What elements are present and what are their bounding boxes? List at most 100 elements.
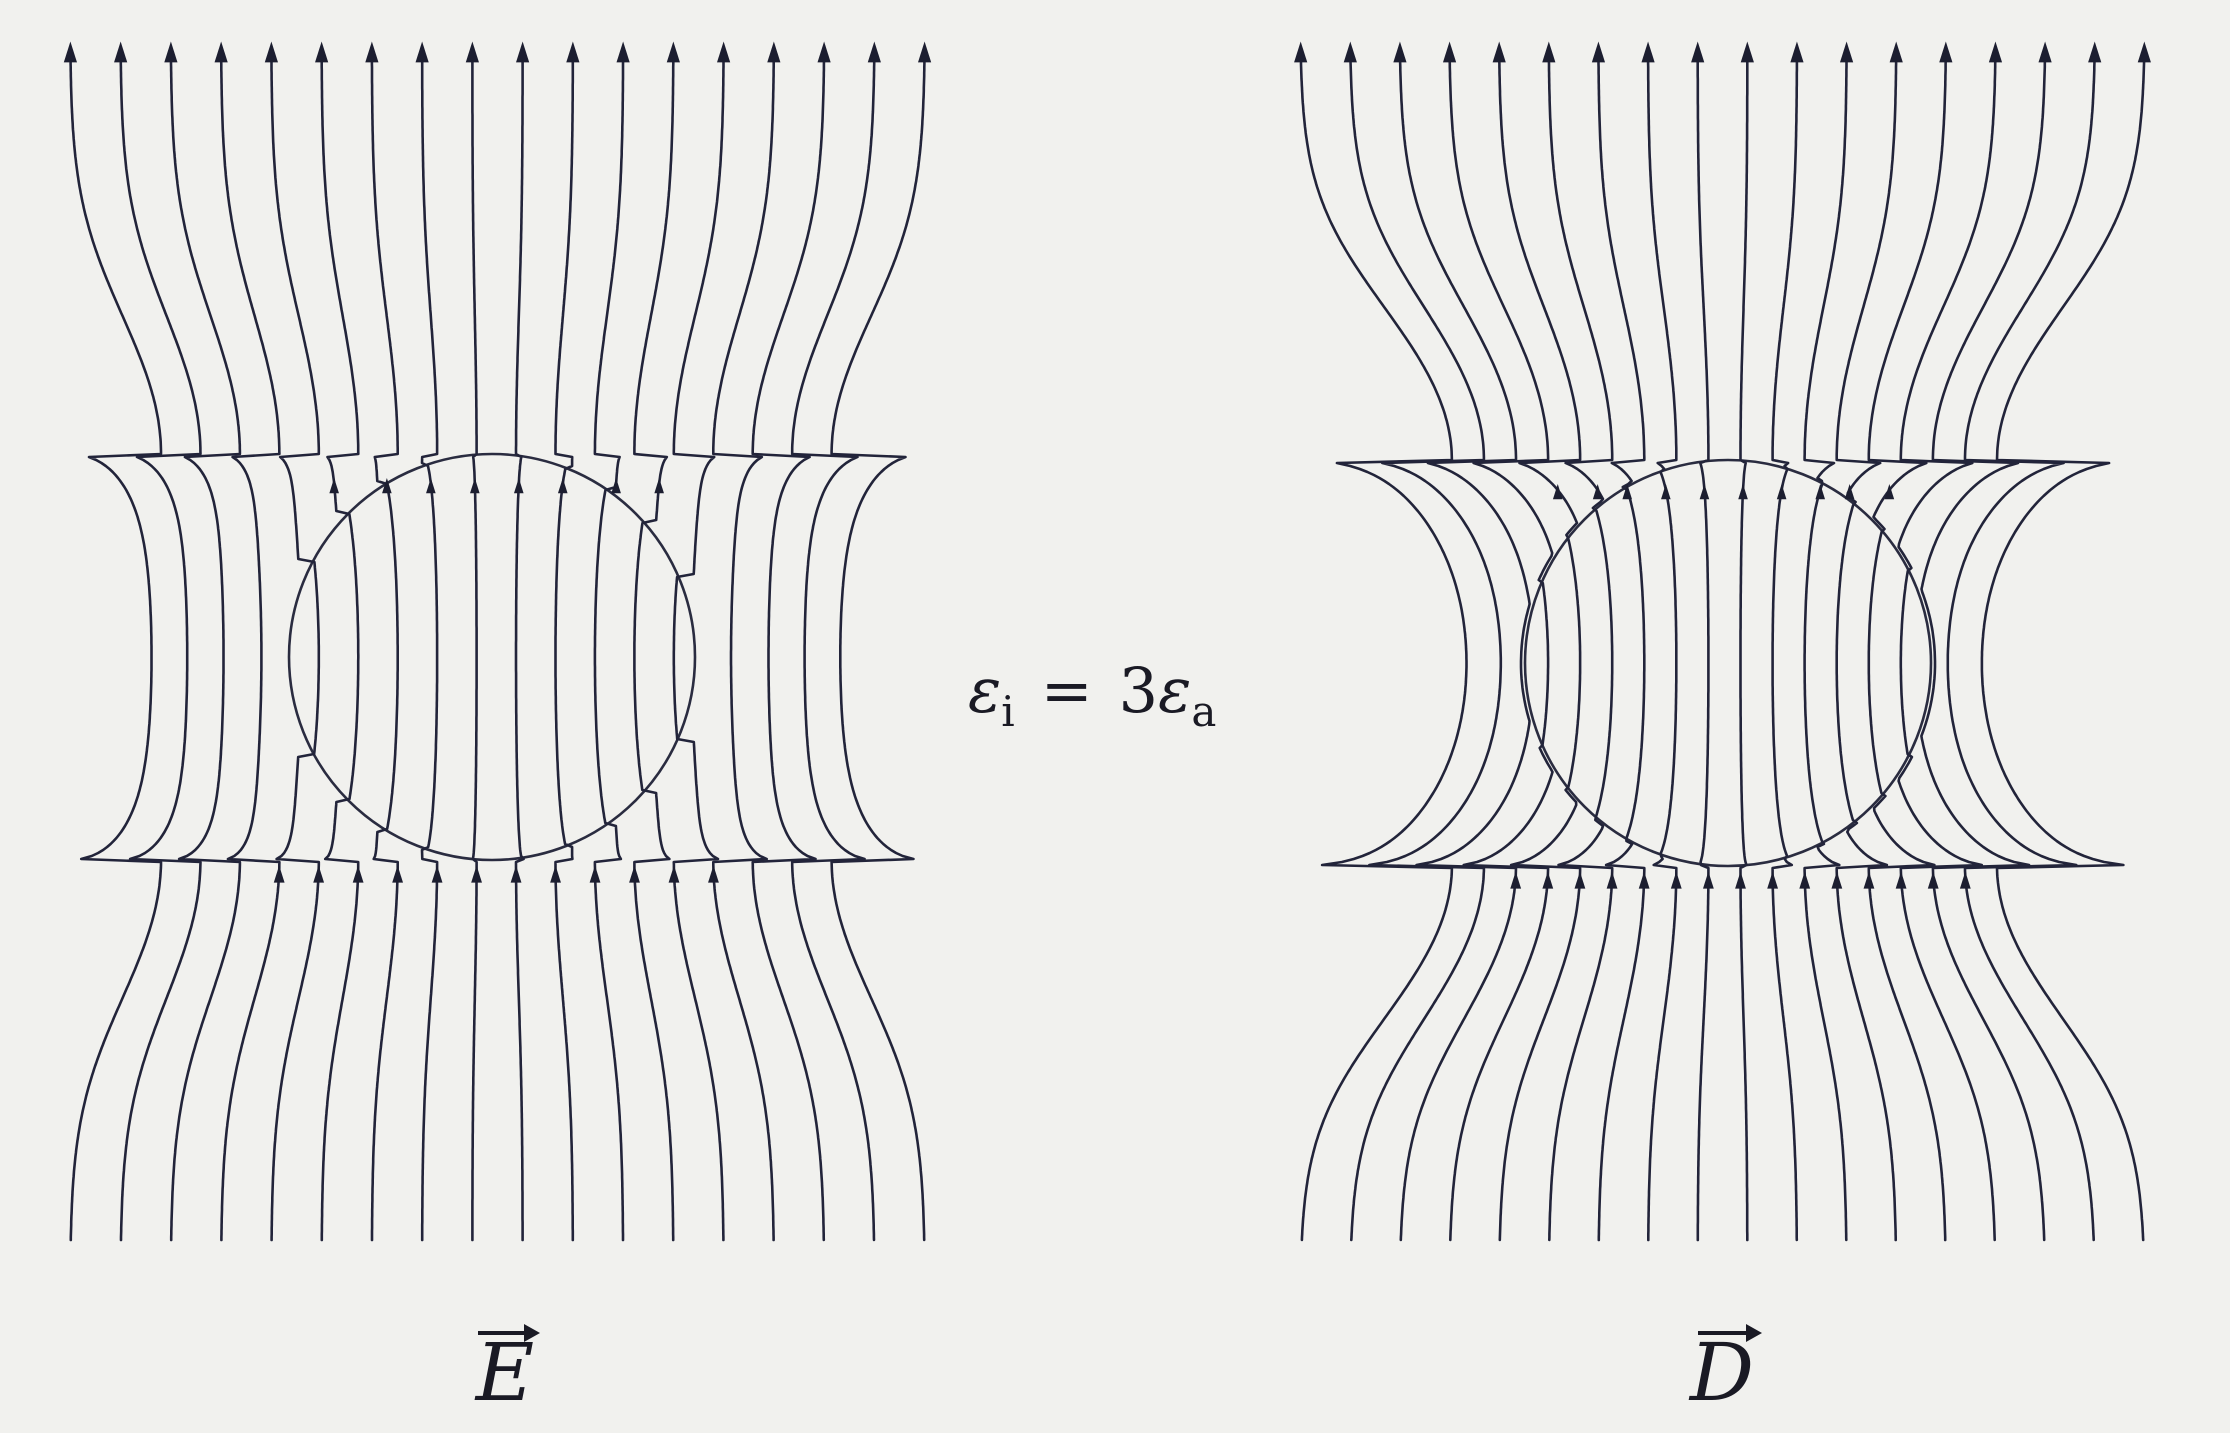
up-arrow-icon [1343,41,1357,63]
field-line [1398,47,1531,1242]
field-line [593,47,625,1242]
field-line [119,47,202,1242]
up-arrow-icon [273,865,285,883]
field-line [830,47,926,1242]
up-arrow-icon [1799,871,1811,889]
up-arrow-icon [352,865,364,883]
field-line [420,47,439,1242]
dielectric-sphere [287,452,697,862]
up-arrow-icon [365,41,379,63]
up-arrow-icon [1959,871,1971,889]
up-arrow-icon [1699,484,1710,500]
up-arrow-icon [1592,484,1603,500]
field-line [270,47,321,1242]
up-arrow-icon [1574,871,1586,889]
d-vector-label: D [1688,1324,1762,1419]
up-arrow-icon [1844,484,1855,500]
field-line [1739,47,1749,1242]
up-arrow-icon [1661,484,1671,500]
up-arrow-icon [2088,41,2102,63]
vector-arrow-icon [1698,1324,1762,1342]
field-line [1771,47,1799,1242]
up-arrow-icon [616,41,630,63]
up-arrow-icon [392,865,404,883]
up-arrow-icon [1393,41,1407,63]
up-arrow-icon [63,41,77,63]
up-arrow-icon [1839,41,1854,63]
up-arrow-icon [1691,41,1705,63]
up-arrow-icon [557,478,568,494]
up-arrow-icon [1641,41,1655,63]
up-arrow-icon [1552,484,1563,500]
up-arrow-icon [470,478,480,494]
up-arrow-icon [382,478,392,494]
up-arrow-icon [1591,41,1606,63]
up-arrow-icon [654,478,664,494]
up-arrow-icon [1988,41,2003,63]
up-arrow-icon [471,865,482,883]
up-arrow-icon [550,865,561,883]
up-arrow-icon [1767,871,1779,889]
field-line [1448,47,1554,1242]
up-arrow-icon [1740,41,1754,63]
up-arrow-icon [917,41,932,63]
up-arrow-icon [1638,871,1650,889]
field-line [1980,47,2146,1242]
field-line [370,47,399,1242]
up-arrow-icon [1790,41,1804,63]
up-arrow-icon [589,865,601,883]
up-arrow-icon [867,41,881,63]
field-line [554,47,575,1242]
up-arrow-icon [1492,41,1506,63]
permittivity-relation: εi=3εa [968,654,1216,736]
up-arrow-icon [566,41,580,63]
displacement-field-panel [1294,41,2151,1242]
up-arrow-icon [313,865,325,883]
field-line [1646,47,1678,1242]
field-line [633,47,675,1242]
up-arrow-icon [114,41,128,63]
field-line [169,47,242,1242]
up-arrow-icon [817,41,831,63]
up-arrow-icon [629,865,640,883]
field-line [1299,47,1468,1242]
up-arrow-icon [1863,871,1875,889]
up-arrow-icon [1889,41,1903,63]
up-arrow-icon [214,41,228,63]
up-arrow-icon [1542,871,1554,889]
field-line [1547,47,1614,1242]
field-line [1835,47,1898,1242]
field-line [1497,47,1582,1242]
up-arrow-icon [1939,41,1953,63]
field-line [1920,47,2047,1242]
up-arrow-icon [1294,41,1308,63]
up-arrow-icon [2038,41,2052,63]
d-label-text: D [1688,1326,1754,1419]
field-line [1803,47,1848,1242]
up-arrow-icon [1670,871,1682,889]
up-arrow-icon [1927,871,1939,889]
field-line [1867,47,1948,1242]
field-line [790,47,876,1242]
up-arrow-icon [465,41,479,63]
up-arrow-icon [329,478,339,494]
up-arrow-icon [513,478,524,494]
up-arrow-icon [666,41,680,63]
field-line [1696,47,1710,1242]
up-arrow-icon [510,865,522,883]
field-line [514,47,525,1242]
up-arrow-icon [1815,484,1826,500]
field-line [69,47,163,1242]
up-arrow-icon [611,478,621,494]
field-line [471,47,478,1242]
up-arrow-icon [1895,871,1907,889]
field-line [1597,47,1646,1242]
field-line [320,47,360,1242]
field-line [751,47,826,1242]
up-arrow-icon [1735,871,1746,889]
up-arrow-icon [1542,41,1556,63]
up-arrow-icon [164,41,178,63]
up-arrow-icon [1702,871,1714,889]
up-arrow-icon [1622,484,1633,500]
